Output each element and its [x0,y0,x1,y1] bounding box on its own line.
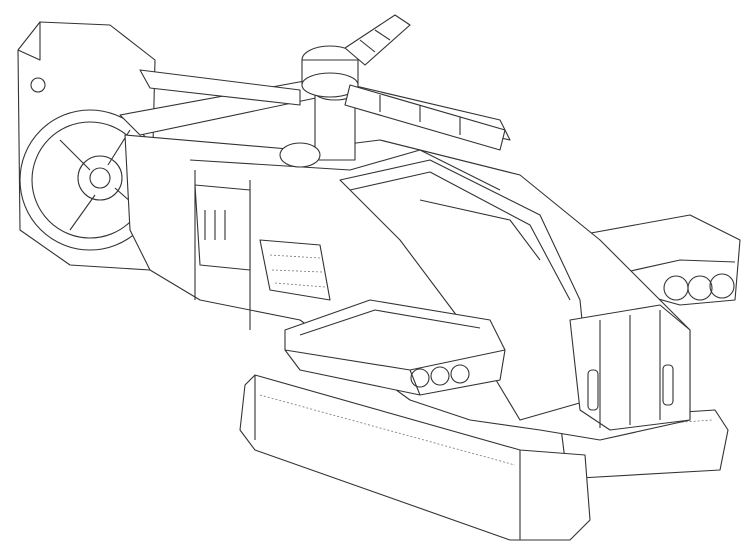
fuselage [124,134,691,441]
rotor-blades [344,14,506,151]
rotor-mast [279,45,359,168]
left-skid [239,374,591,541]
cockpit-module [284,299,506,396]
